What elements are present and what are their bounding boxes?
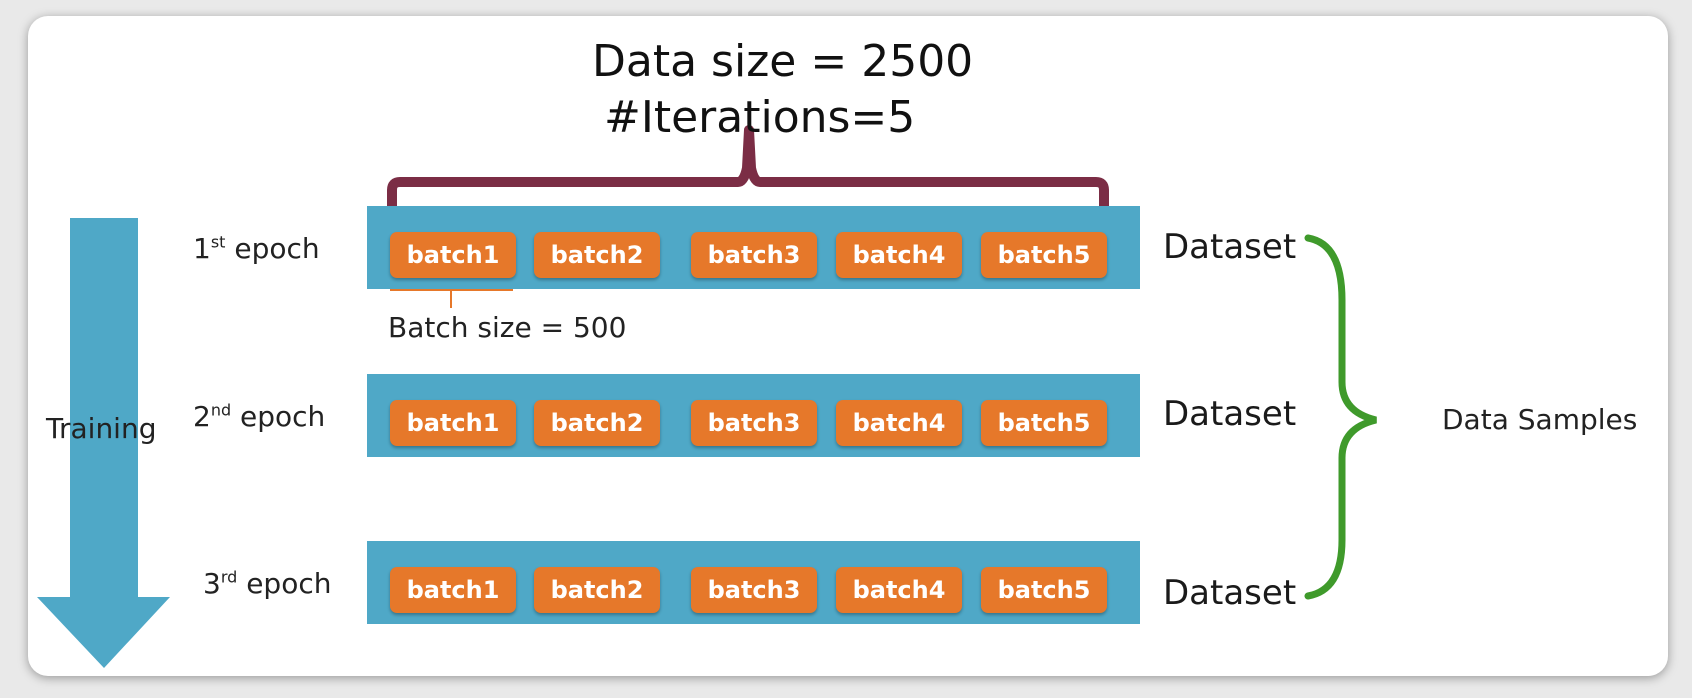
dataset-label-2: Dataset	[1163, 394, 1297, 434]
data-size-title: Data size = 2500	[592, 36, 974, 87]
epoch-2-batch-2: batch2	[534, 400, 660, 446]
epoch-3-batch-1: batch1	[390, 567, 516, 613]
batch-size-label: Batch size = 500	[388, 311, 627, 344]
epoch-1-batch-5: batch5	[981, 232, 1107, 278]
epoch-1-batch-2: batch2	[534, 232, 660, 278]
epoch-2-batch-1: batch1	[390, 400, 516, 446]
epoch-2-batch-5: batch5	[981, 400, 1107, 446]
epoch-3-row: batch1 batch2 batch3 batch4 batch5	[367, 541, 1140, 624]
training-label: Training	[46, 412, 157, 445]
epoch-3-batch-2: batch2	[534, 567, 660, 613]
epoch-2-batch-3: batch3	[691, 400, 817, 446]
epoch-1-batch-3: batch3	[691, 232, 817, 278]
epoch-1-batch-4: batch4	[836, 232, 962, 278]
epoch-2-batch-4: batch4	[836, 400, 962, 446]
epoch-2-label: 2nd epoch	[193, 400, 326, 433]
iterations-brace	[387, 125, 1109, 235]
data-samples-label: Data Samples	[1442, 403, 1638, 436]
epoch-2-row: batch1 batch2 batch3 batch4 batch5	[367, 374, 1140, 457]
epoch-3-batch-4: batch4	[836, 567, 962, 613]
iterations-title: #Iterations=5	[604, 92, 916, 143]
data-samples-brace	[1304, 234, 1377, 600]
epoch-1-row: batch1 batch2 batch3 batch4 batch5	[367, 206, 1140, 289]
epoch-3-label: 3rd epoch	[203, 567, 332, 600]
dataset-label-3: Dataset	[1163, 573, 1297, 613]
epoch-1-batch-1: batch1	[390, 232, 516, 278]
training-arrow	[37, 218, 170, 668]
epoch-1-label: 1st epoch	[193, 232, 320, 265]
epoch-3-batch-3: batch3	[691, 567, 817, 613]
epoch-3-batch-5: batch5	[981, 567, 1107, 613]
dataset-label-1: Dataset	[1163, 227, 1297, 267]
